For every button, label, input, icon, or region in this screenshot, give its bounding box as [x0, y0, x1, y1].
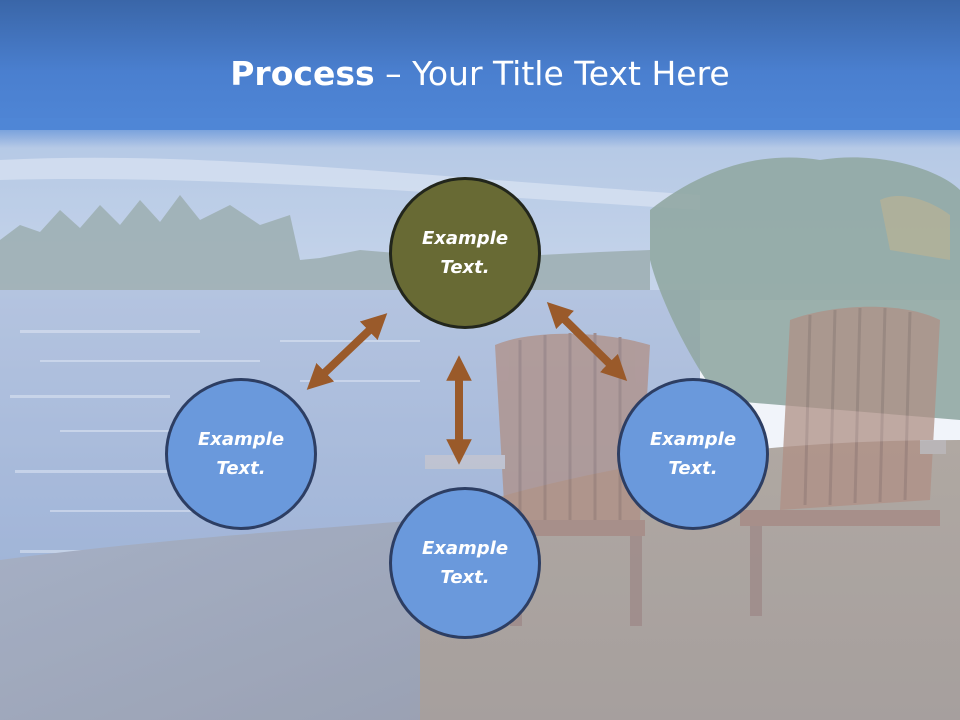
- title-bold-part: Process: [230, 54, 375, 93]
- title-bar: [0, 0, 960, 130]
- title-dash: –: [374, 54, 413, 93]
- title-rest-part: Your Title Text Here: [412, 54, 730, 93]
- node-right: Example Text.: [617, 378, 769, 530]
- slide-title: Process – Your Title Text Here: [0, 52, 960, 96]
- node-center-label: Example Text.: [421, 228, 509, 278]
- node-center: Example Text.: [389, 177, 541, 329]
- node-right-label: Example Text.: [649, 429, 737, 479]
- node-bottom-label: Example Text.: [421, 538, 509, 588]
- node-bottom: Example Text.: [389, 487, 541, 639]
- node-left: Example Text.: [165, 378, 317, 530]
- node-left-label: Example Text.: [197, 429, 285, 479]
- title-bar-fade: [0, 118, 960, 148]
